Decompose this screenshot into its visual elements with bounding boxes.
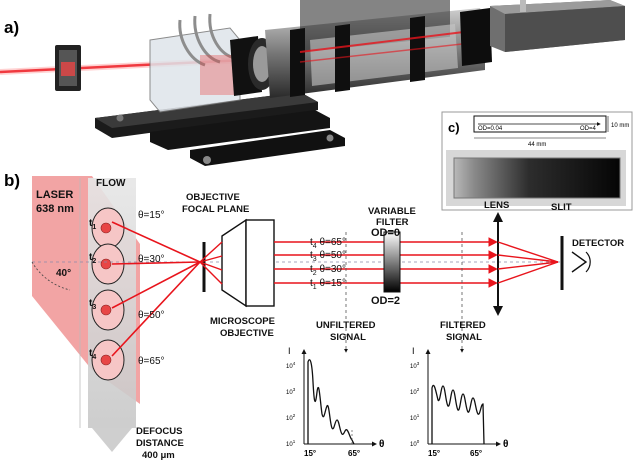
unfiltered-xtick-15: 15° bbox=[304, 449, 316, 458]
microscope-label-2: OBJECTIVE bbox=[220, 328, 274, 339]
flow-cells bbox=[91, 207, 125, 381]
laser-label-1: LASER bbox=[36, 189, 73, 201]
flow-cell bbox=[149, 13, 241, 113]
optical-tube bbox=[230, 0, 492, 98]
unfiltered-label-2: SIGNAL bbox=[330, 332, 366, 343]
beam-label-3: t3 θ=50° bbox=[310, 250, 346, 263]
inset-schematic-box bbox=[473, 115, 607, 133]
flow-arrow-head bbox=[92, 428, 132, 452]
filtered-label-2: SIGNAL bbox=[446, 332, 482, 343]
panel-b-labels: LASER 638 nm FLOW 40° t1 t2 t3 t4 θ=15° … bbox=[36, 178, 624, 461]
theta-label-2: θ=30° bbox=[138, 254, 165, 265]
theta-label-1: θ=15° bbox=[138, 210, 165, 221]
slit-label: SLIT bbox=[551, 202, 572, 213]
detector-icon bbox=[571, 251, 588, 273]
inset-width-dim: 44 mm bbox=[528, 142, 546, 148]
panel-b-label: b) bbox=[4, 171, 20, 190]
unfiltered-label-1: UNFILTERED bbox=[316, 320, 376, 331]
time-label-2: t2 bbox=[89, 252, 96, 265]
filtered-label-1: FILTERED bbox=[440, 320, 486, 331]
unfiltered-xlabel: θ bbox=[379, 439, 384, 450]
beam-label-2: t2 θ=30° bbox=[310, 264, 346, 277]
panel-a-rendering bbox=[0, 0, 625, 166]
inset-filter-photo bbox=[453, 157, 621, 199]
filtered-xtick-15: 15° bbox=[428, 449, 440, 458]
od-bottom-label: OD=2 bbox=[371, 295, 400, 307]
objective-focal-label-2: FOCAL PLANE bbox=[182, 204, 249, 215]
time-label-3: t3 bbox=[89, 298, 96, 311]
filtered-ytick-2: 102 bbox=[410, 387, 420, 396]
defocus-label-1: DEFOCUS bbox=[136, 426, 182, 437]
variable-filter bbox=[383, 231, 401, 293]
inset-od-left: OD=0.04 bbox=[478, 126, 503, 132]
unfiltered-ytick-4: 104 bbox=[286, 361, 296, 370]
unfiltered-xtick-65: 65° bbox=[348, 449, 360, 458]
filtered-ytick-3: 103 bbox=[410, 361, 420, 370]
panel-b-schematic bbox=[31, 176, 591, 452]
microscope-objective bbox=[221, 218, 275, 308]
objective-focal-label-1: OBJECTIVE bbox=[186, 192, 240, 203]
defocus-label-3: 400 μm bbox=[142, 450, 175, 461]
filtered-plot: I θ 103 102 101 100 15° 65° bbox=[410, 346, 508, 458]
beam-label-4: t4 θ=65° bbox=[310, 237, 346, 250]
unfiltered-ytick-3: 103 bbox=[286, 387, 296, 396]
angle-40-label: 40° bbox=[56, 268, 71, 279]
sample-holder bbox=[55, 45, 81, 91]
theta-label-4: θ=65° bbox=[138, 356, 165, 367]
detector-label: DETECTOR bbox=[572, 238, 624, 249]
inset-height-dim: 10 mm bbox=[611, 123, 629, 129]
filtered-ytick-0: 100 bbox=[410, 439, 420, 448]
time-label-4: t4 bbox=[89, 348, 96, 361]
unfiltered-ylabel: I bbox=[288, 346, 291, 356]
filtered-ylabel: I bbox=[412, 346, 415, 356]
panel-c-inset: c) OD=0.04 OD=4 10 mm 44 mm bbox=[441, 111, 633, 211]
base-plate bbox=[95, 92, 345, 166]
detector-box bbox=[490, 0, 625, 52]
theta-label-3: θ=50° bbox=[138, 310, 165, 321]
filtered-ytick-1: 101 bbox=[410, 413, 420, 422]
unfiltered-signal-curve bbox=[307, 359, 355, 445]
unfiltered-ytick-1: 101 bbox=[286, 439, 296, 448]
variable-filter-label-1: VARIABLE bbox=[368, 206, 416, 217]
beam-label-1: t1 θ=15° bbox=[310, 278, 346, 291]
panel-a-label: a) bbox=[4, 18, 19, 37]
variable-filter-label-2: FILTER bbox=[376, 217, 409, 228]
filtered-xlabel: θ bbox=[503, 439, 508, 450]
laser-label-2: 638 nm bbox=[36, 203, 74, 215]
panel-c-label: c) bbox=[448, 120, 460, 135]
od-top-label: OD=0 bbox=[371, 227, 400, 239]
time-label-1: t1 bbox=[89, 218, 96, 231]
scatter-rays bbox=[111, 221, 201, 357]
filtered-signal-curve bbox=[431, 384, 485, 445]
unfiltered-plot: I θ 104 103 102 101 15° 65° bbox=[286, 346, 384, 458]
lens-label: LENS bbox=[484, 200, 509, 211]
flow-label: FLOW bbox=[96, 178, 126, 189]
unfiltered-ytick-2: 102 bbox=[286, 413, 296, 422]
filtered-xtick-65: 65° bbox=[470, 449, 482, 458]
microscope-label-1: MICROSCOPE bbox=[210, 316, 275, 327]
inset-od-right: OD=4 bbox=[580, 126, 597, 132]
defocus-label-2: DISTANCE bbox=[136, 438, 184, 449]
